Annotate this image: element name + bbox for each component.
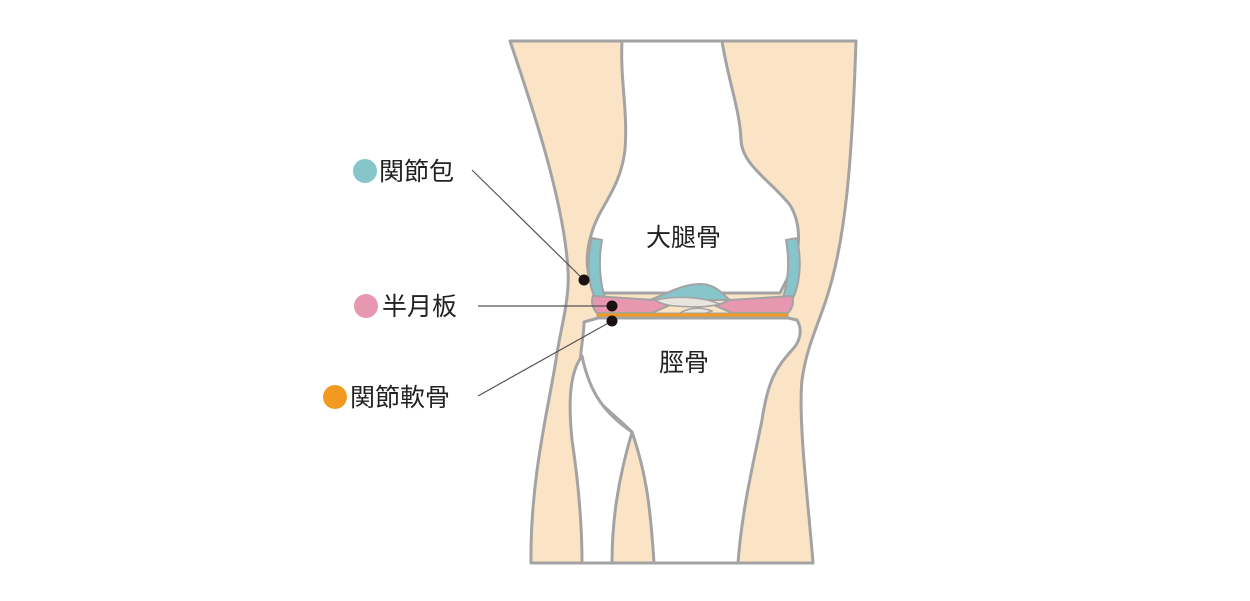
femur-label: 大腿骨 bbox=[646, 223, 721, 252]
leader-line-capsule bbox=[471, 169, 585, 281]
leader-dot-cartilage bbox=[606, 315, 618, 327]
legend-label-meniscus: 半月板 bbox=[382, 292, 457, 321]
legend-mark-cartilage bbox=[323, 385, 347, 409]
legend-mark-meniscus bbox=[354, 294, 378, 318]
cruciate-ligament bbox=[652, 296, 723, 308]
tibia-label: 脛骨 bbox=[659, 348, 709, 377]
legend-label-cartilage: 関節軟骨 bbox=[350, 383, 450, 412]
leader-dot-capsule bbox=[578, 274, 590, 286]
legend-mark-capsule bbox=[353, 159, 377, 183]
meniscus-right bbox=[713, 294, 794, 314]
leader-line-cartilage bbox=[477, 320, 613, 397]
fibula-bone bbox=[568, 354, 634, 565]
joint-capsule-notch bbox=[649, 282, 733, 301]
legend-label-capsule: 関節包 bbox=[379, 157, 454, 186]
leader-dot-meniscus bbox=[606, 300, 618, 312]
